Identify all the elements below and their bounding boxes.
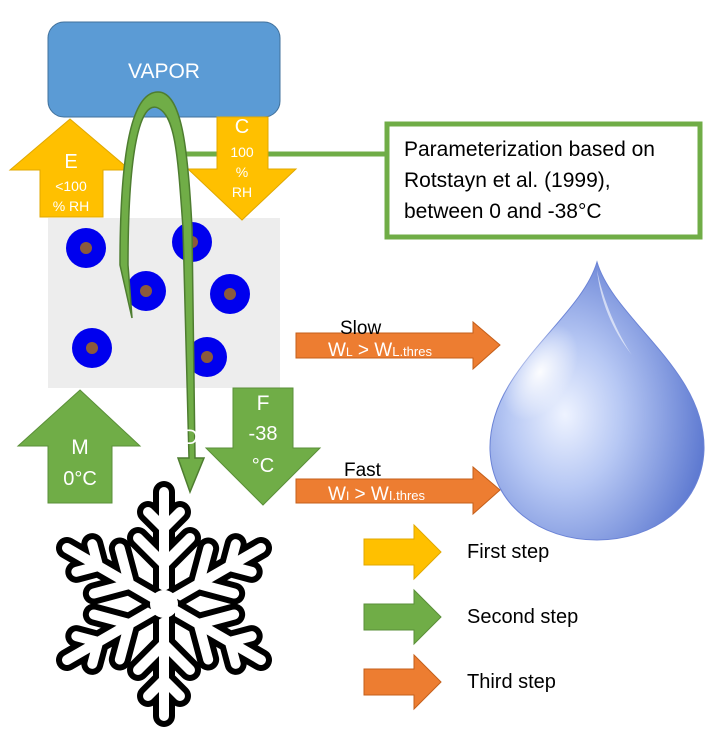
fast-condition: WI > WI.thres [328, 484, 425, 505]
legend: First step Second step Third step [363, 523, 578, 711]
arrow-fast [295, 465, 501, 516]
legend-arrow-second [363, 588, 442, 646]
arrow-m-up [16, 389, 142, 504]
arrow-f-down [204, 387, 322, 506]
arrow-c-line-2: % [236, 164, 248, 180]
slow-condition: WL > WL.thres [328, 340, 432, 361]
vapor-label: VAPOR [128, 60, 200, 83]
vapor-box [47, 21, 281, 118]
arrow-c-line-1: 100 [230, 144, 254, 160]
droplet [187, 337, 227, 377]
arrow-d-curve [119, 91, 206, 495]
arrow-c-line-3: RH [232, 184, 252, 200]
cloud-droplets [66, 222, 250, 377]
legend-arrow-first [363, 523, 442, 581]
arrow-f-line-2: °C [252, 455, 274, 477]
slow-label: Slow [340, 318, 381, 339]
arrow-c-down [186, 116, 298, 221]
fast-label: Fast [344, 460, 382, 481]
arrow-f-letter: F [257, 392, 270, 415]
arrow-e-line-1: <100 [55, 178, 87, 194]
legend-label-first: First step [467, 541, 549, 563]
callout-line-3: between 0 and -38°C [404, 200, 602, 223]
callout-line-2: Rotstayn et al. (1999), [404, 169, 611, 192]
snowflake-icon [54, 481, 274, 716]
arrow-m-letter: M [71, 436, 89, 459]
callout-box [384, 121, 703, 240]
droplet [66, 228, 106, 268]
legend-arrow-third [363, 653, 442, 711]
arrow-slow [295, 320, 501, 371]
arrow-c-letter: C [235, 116, 249, 138]
label-d: D [183, 426, 198, 449]
droplet [126, 271, 166, 311]
arrow-e-letter: E [64, 151, 77, 173]
arrow-m-line-1: 0°C [63, 468, 97, 490]
legend-label-third: Third step [467, 671, 556, 693]
legend-label-second: Second step [467, 606, 578, 628]
arrow-e-line-2: % RH [53, 198, 90, 214]
water-drop-icon [489, 260, 705, 541]
droplet [210, 274, 250, 314]
droplet [72, 328, 112, 368]
arrow-f-line-1: -38 [249, 423, 278, 445]
callout-line-1: Parameterization based on [404, 138, 655, 161]
